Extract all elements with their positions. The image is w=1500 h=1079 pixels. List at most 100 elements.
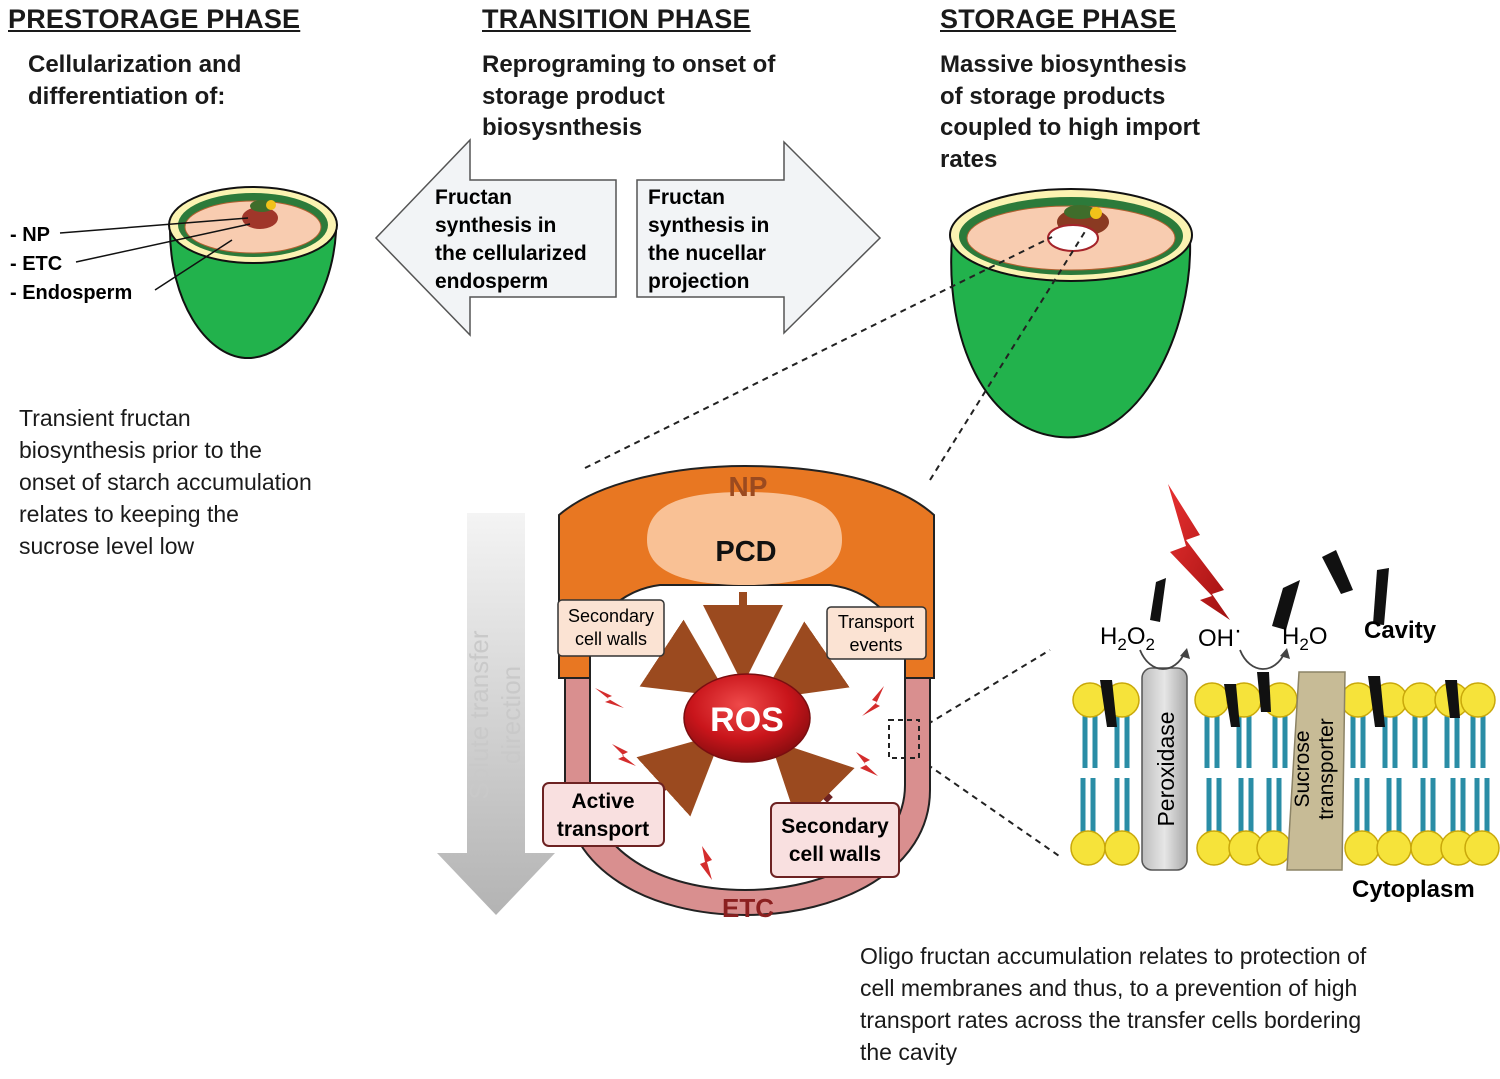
zoom-line bbox=[929, 229, 1087, 481]
active-transport-box bbox=[542, 782, 665, 847]
membrane-detail: Peroxidase Sucrose transporter H2O2 OH· … bbox=[1070, 484, 1500, 903]
prestorage-desc-line: Cellularization and bbox=[28, 51, 242, 78]
arrow-right-line: Fructan bbox=[648, 186, 725, 209]
sucrose-transporter-protein bbox=[1286, 671, 1346, 871]
storage-grain bbox=[949, 188, 1193, 439]
grain-cavity bbox=[1047, 224, 1099, 252]
lightning-icon bbox=[700, 846, 712, 880]
transport-events-box bbox=[826, 606, 927, 660]
prestorage-note: Transient fructan biosynthesis prior to … bbox=[19, 402, 312, 562]
secondary-small-line: Secondary bbox=[568, 606, 654, 626]
peroxidase-label: Peroxidase bbox=[1153, 711, 1179, 826]
secondary-small-box bbox=[557, 599, 665, 657]
transition-desc-line: storage product bbox=[482, 82, 665, 110]
lipid-head bbox=[1194, 682, 1230, 718]
secondary-large-box bbox=[770, 802, 900, 878]
transition-desc-line: biosysnthesis bbox=[482, 114, 643, 141]
arrow-right-line: projection bbox=[648, 270, 750, 293]
pcd-label: PCD bbox=[715, 536, 776, 568]
note-line: biosynthesis prior to the bbox=[19, 437, 262, 463]
lipid-tails bbox=[1080, 712, 1490, 836]
fructan-wedges bbox=[1100, 550, 1460, 727]
arrow-left: Fructan synthesis in the cellularized en… bbox=[374, 138, 617, 337]
note-line: the cavity bbox=[860, 1039, 958, 1065]
lipid-head bbox=[1070, 830, 1106, 866]
oh-label: OH· bbox=[1198, 617, 1242, 652]
transport-events-line: events bbox=[849, 635, 902, 655]
h2o-label: H2O bbox=[1282, 623, 1327, 654]
zoom-box bbox=[888, 719, 920, 759]
note-line: Oligo fructan accumulation relates to pr… bbox=[860, 943, 1367, 969]
zoom-line bbox=[917, 757, 1063, 859]
label-etc: - ETC bbox=[10, 253, 62, 275]
grain-vascular bbox=[266, 200, 276, 210]
storage-desc-line: rates bbox=[940, 145, 998, 173]
label-endosperm: - Endosperm bbox=[10, 282, 132, 304]
transition-desc-line: Reprograming to onset of bbox=[482, 51, 776, 78]
solute-label-line: Solute transfer bbox=[464, 630, 494, 799]
note-line: sucrose level low bbox=[19, 533, 195, 559]
active-transport-line: Active bbox=[571, 790, 634, 813]
note-line: Transient fructan bbox=[19, 405, 191, 431]
grain-vascular bbox=[1090, 207, 1102, 219]
lightning-icon bbox=[1168, 484, 1230, 620]
arrow-left-line: Fructan bbox=[435, 186, 512, 209]
prestorage-title: PRESTORAGE PHASE bbox=[8, 4, 301, 34]
note-line: onset of starch accumulation bbox=[19, 469, 312, 495]
arrow-left-line: endosperm bbox=[435, 270, 548, 293]
lipid-head bbox=[1196, 830, 1232, 866]
arrow-right: Fructan synthesis in the nucellar projec… bbox=[636, 140, 882, 335]
storage-description: Massive biosynthesis of storage products… bbox=[940, 49, 1200, 175]
storage-desc-line: coupled to high import bbox=[940, 114, 1200, 141]
reaction-arrow bbox=[1239, 649, 1286, 670]
arrow-transport-to-ros bbox=[761, 621, 850, 700]
lipid-heads bbox=[1070, 682, 1500, 866]
reaction-arrow-head bbox=[1280, 648, 1290, 659]
lipid-head bbox=[1104, 830, 1140, 866]
etc-label: ETC bbox=[722, 893, 774, 923]
lightning-icon bbox=[612, 744, 636, 766]
storage-desc-line: of storage products bbox=[940, 82, 1166, 110]
storage-title: STORAGE PHASE bbox=[940, 4, 1177, 34]
np-label: NP bbox=[729, 471, 768, 502]
arrow-left-line: the cellularized bbox=[435, 242, 587, 265]
label-np: - NP bbox=[10, 224, 50, 246]
lightning-icon bbox=[595, 688, 624, 708]
lightning-icon bbox=[856, 752, 878, 776]
lipid-head bbox=[1376, 830, 1412, 866]
lipid-head bbox=[1410, 830, 1446, 866]
storage-desc-line: Massive biosynthesis bbox=[940, 51, 1187, 78]
grain-np bbox=[1064, 205, 1096, 219]
arrow-active-to-ros bbox=[636, 733, 723, 817]
secondary-large-line: Secondary bbox=[781, 815, 889, 838]
transport-events-line: Transport bbox=[838, 612, 914, 632]
cytoplasm-label: Cytoplasm bbox=[1352, 876, 1475, 903]
solute-label-line: direction bbox=[496, 666, 526, 764]
transition-title: TRANSITION PHASE bbox=[482, 4, 751, 34]
grain-etc bbox=[242, 207, 278, 229]
sucrose-transporter-line: transporter bbox=[1315, 718, 1338, 820]
arrow-left-line: synthesis in bbox=[435, 214, 556, 237]
sucrose-transporter-line: Sucrose bbox=[1291, 730, 1314, 807]
arrow-left-shape bbox=[374, 138, 617, 337]
prestorage-desc-line: differentiation of: bbox=[28, 82, 226, 110]
solute-transfer-arrow: Solute transfer direction bbox=[437, 513, 555, 915]
zoom-line bbox=[584, 236, 1053, 469]
h2o2-label: H2O2 bbox=[1100, 623, 1155, 654]
lipid-head bbox=[1256, 830, 1292, 866]
active-transport-line: transport bbox=[557, 818, 649, 841]
ros-label: ROS bbox=[710, 701, 784, 739]
solute-arrow-shape bbox=[437, 513, 555, 915]
reaction-arrow bbox=[1139, 649, 1186, 670]
prestorage-description: Cellularization and differentiation of: bbox=[28, 49, 241, 112]
grain-body bbox=[168, 228, 338, 360]
lipid-head bbox=[1464, 830, 1500, 866]
lightning-icon bbox=[862, 686, 884, 716]
prestorage-grain: - NP - ETC - Endosperm bbox=[10, 186, 338, 360]
ros-node bbox=[683, 673, 811, 763]
leader-line bbox=[59, 217, 249, 234]
cavity-label: Cavity bbox=[1364, 617, 1437, 644]
arrow-right-shape bbox=[636, 140, 882, 335]
transfer-cell-region: NP PCD ETC ROS Secondary cell walls Tran… bbox=[542, 464, 935, 923]
